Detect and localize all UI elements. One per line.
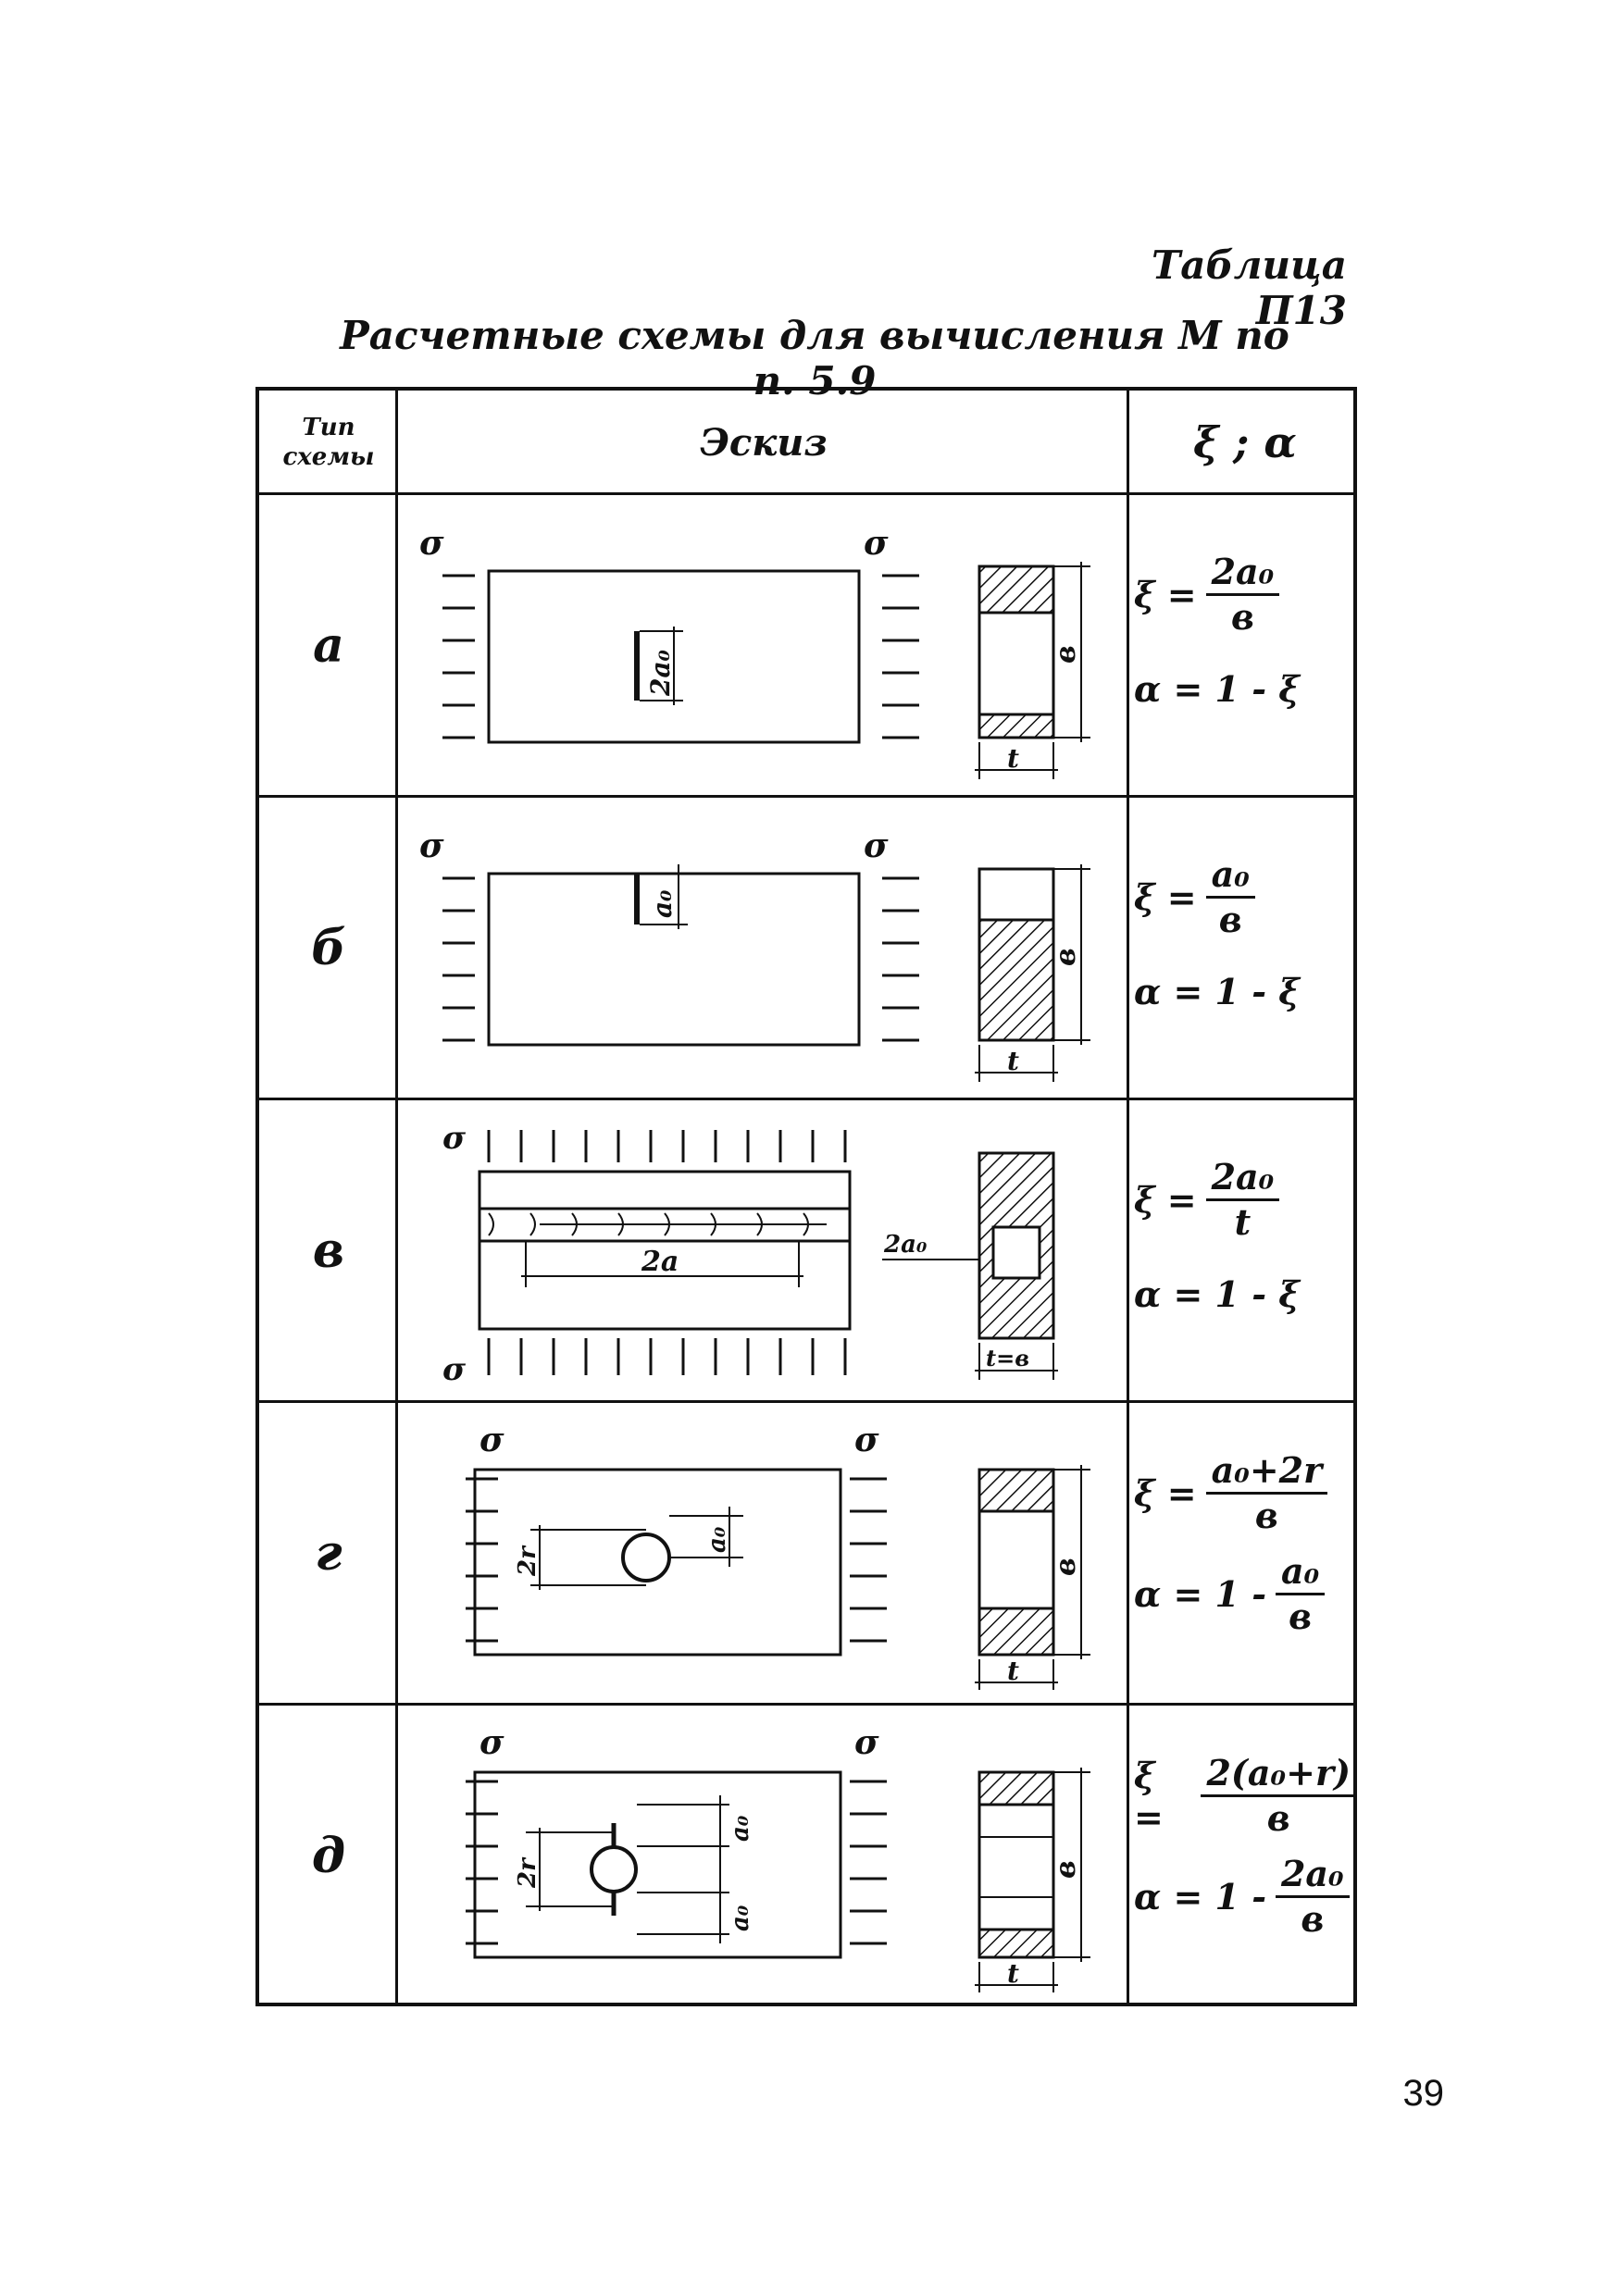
stress-label: σ [479,1723,504,1762]
plate-outline [487,872,861,1047]
left-arrows-icon [466,1780,498,1945]
hole-icon [621,1533,671,1582]
height-label: в [1050,1558,1082,1576]
sketch-scheme-a: σ σ 2a₀ в t [401,506,1127,784]
plate-outline [478,1170,852,1331]
row-divider [259,1098,1353,1100]
side-dimension-label: 2a₀ [883,1231,928,1259]
stress-label: σ [479,1421,504,1459]
schemes-table: Тип схемы Эскиз ξ ; α а σ σ [255,387,1357,2006]
page-number: 39 [1402,2073,1445,2114]
stress-label: σ [419,826,444,865]
scheme-type-letter: г [315,1525,342,1582]
width-label: t [1007,743,1019,774]
sketch-scheme-b: σ σ a₀ в [401,809,1127,1086]
height-label: в [1050,645,1082,664]
plate-outline [473,1770,842,1959]
width-label: t=в [986,1345,1029,1371]
crack-flow-icon [488,1212,827,1236]
table-label: Таблица П13 [1151,242,1347,333]
dimension-label: a₀ [704,1526,731,1553]
dimension-label: a₀ [727,1815,754,1842]
left-arrows-icon [442,876,475,1042]
row-divider [259,1400,1353,1403]
height-label: в [1050,948,1082,966]
hole-icon [590,1845,638,1893]
scheme-type-letter: д [311,1828,346,1884]
right-arrows-icon [850,1477,887,1643]
dimension-label: 2a₀ [645,650,676,697]
header-sketch-column: Эскиз [700,420,828,465]
radius-dimension-label: 2r [514,1856,542,1889]
width-label: t [1007,1046,1019,1076]
stress-label: σ [419,524,444,563]
stress-label: σ [864,524,889,563]
left-arrows-icon [442,574,475,739]
right-arrows-icon [882,574,919,739]
header-coefficient-column: ξ ; α [1193,417,1297,467]
row-divider [259,1703,1353,1706]
width-label: t [1007,1656,1019,1686]
dimension-label: a₀ [647,890,678,918]
top-arrows-icon [487,1130,847,1162]
stress-label: σ [854,1723,879,1762]
height-label: в [1050,1860,1082,1879]
column-divider [1127,391,1129,2003]
sketch-scheme-d: σ σ 2r a₀ a₀ [401,1717,1127,1994]
stress-label: σ [442,1120,467,1157]
dimension-label: a₀ [727,1905,754,1931]
radius-dimension-label: 2r [514,1545,542,1577]
stress-label: σ [854,1421,879,1459]
row-divider [259,795,1353,798]
bottom-arrows-icon [487,1338,847,1375]
left-arrows-icon [466,1477,498,1643]
dimension-label: 2a [641,1246,679,1278]
column-divider [395,391,398,2003]
plate-outline [487,569,861,744]
row-divider [259,492,1353,495]
scheme-type-letter: б [311,920,346,976]
table-title: Расчетные схемы для вычисления M по п. 5… [340,313,1289,403]
right-arrows-icon [882,876,919,1042]
sketch-scheme-v: σ σ [401,1111,1127,1389]
scheme-type-letter: а [313,617,344,674]
stress-label: σ [864,826,889,865]
header-type-column: Тип схемы [282,414,375,471]
right-arrows-icon [850,1780,887,1945]
plate-outline [473,1468,842,1657]
sketch-scheme-g: σ σ 2r a₀ [401,1414,1127,1692]
width-label: t [1007,1958,1019,1989]
scheme-type-letter: в [312,1222,345,1279]
stress-label: σ [442,1351,467,1388]
